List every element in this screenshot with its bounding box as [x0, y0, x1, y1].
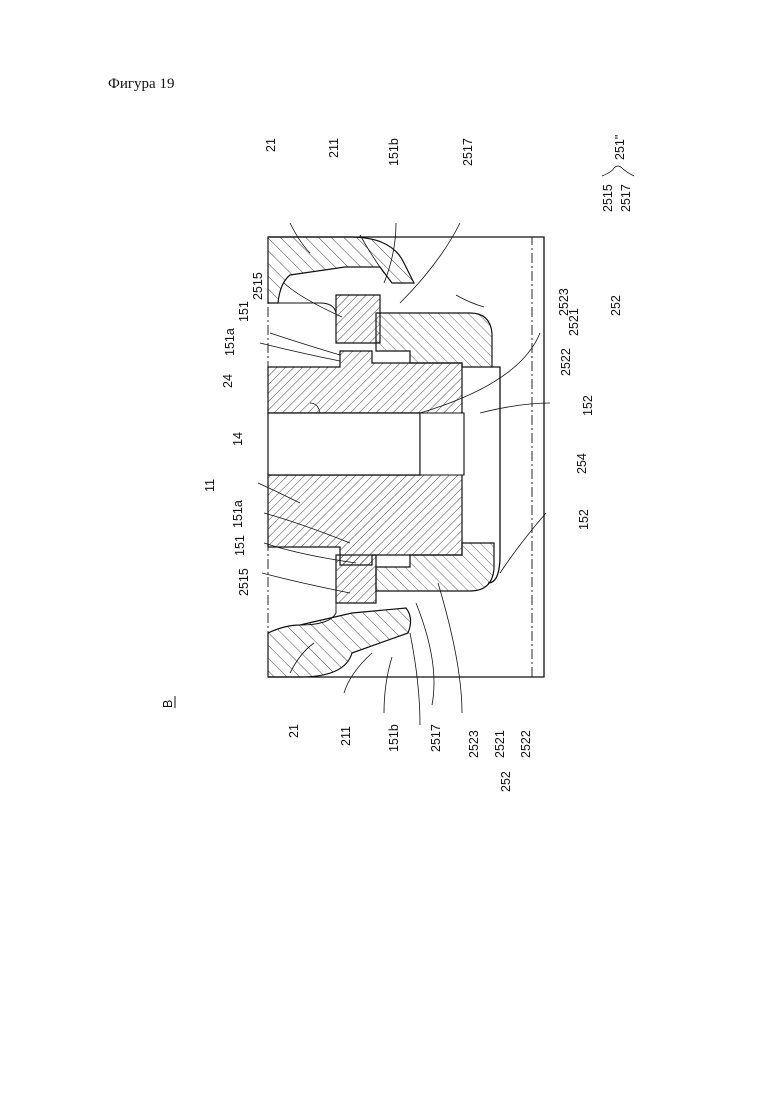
- label-2515-bottom: 2515: [237, 568, 251, 596]
- label-151b-bottom: 151b: [387, 724, 401, 752]
- label-254: 254: [575, 453, 589, 474]
- label-24: 24: [221, 374, 235, 388]
- label-2517-top: 2517: [461, 138, 475, 166]
- pocket-line-upper: [278, 303, 336, 343]
- bore-14: [268, 413, 420, 475]
- cap-2521-upper: [376, 313, 492, 367]
- label-2521-top: 2521: [567, 308, 581, 336]
- label-151a-bottom: 151a: [231, 500, 245, 528]
- label-11: 11: [203, 479, 217, 492]
- bore-254: [420, 413, 464, 475]
- label-2521-bottom: 2521: [493, 730, 507, 758]
- label-252-bottom: 252: [499, 771, 513, 792]
- label-14: 14: [231, 432, 245, 446]
- label-21-bottom: 21: [287, 724, 301, 738]
- bearing-2515-upper: [336, 295, 380, 343]
- label-152-bottom: 152: [577, 509, 591, 530]
- label-151-bottom: 151: [233, 535, 247, 556]
- label-2515-top: 2515: [251, 272, 265, 300]
- label-252-top: 252: [609, 295, 623, 316]
- group-legend-item-2517: 2517: [619, 184, 633, 212]
- group-legend-item-2515: 2515: [601, 184, 615, 212]
- drawing-body: [268, 237, 544, 677]
- group-legend-brace: [602, 166, 634, 176]
- label-151b-top: 151b: [387, 138, 401, 166]
- housing-21-upper: [268, 237, 414, 303]
- label-2522-bottom: 2522: [519, 730, 533, 758]
- label-21-top: 21: [264, 138, 278, 152]
- group-legend-result: 251": [613, 135, 627, 160]
- label-152-top: 152: [581, 395, 595, 416]
- label-2522-top: 2522: [559, 348, 573, 376]
- view-label: B: [161, 700, 175, 708]
- label-211-top: 211: [327, 138, 341, 158]
- label-151-top: 151: [237, 301, 251, 322]
- label-151a-top: 151a: [223, 328, 237, 356]
- label-211-bottom: 211: [339, 726, 353, 746]
- label-2517-bottom: 2517: [429, 724, 443, 752]
- label-2523-bottom: 2523: [467, 730, 481, 758]
